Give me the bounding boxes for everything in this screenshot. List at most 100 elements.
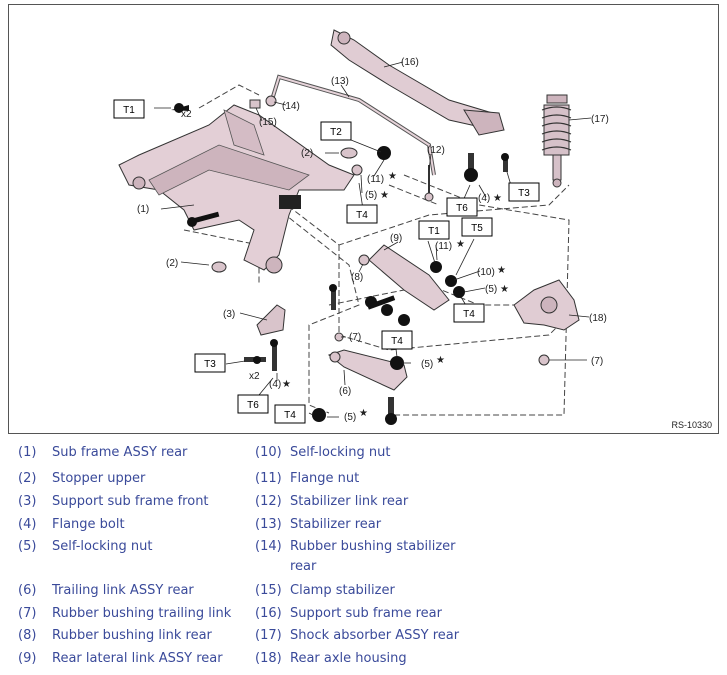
- support-subframe-rear-part: [330, 29, 505, 136]
- torque-tag-t3-b: T3: [194, 353, 226, 373]
- rear-lateral-link-part: [358, 244, 450, 311]
- exploded-diagram: T1 T2 T4 T6 T3 T1 T5 T4 T3 T6 T4 T4 (1) …: [8, 4, 719, 434]
- legend-text: Rear lateral link ASSY rear: [52, 651, 223, 666]
- star-5-a: ★: [380, 190, 389, 201]
- torque-tag-t2: T2: [320, 121, 352, 141]
- torque-tag-t4-c: T4: [381, 330, 413, 350]
- callout-8: (8): [351, 272, 363, 283]
- svg-text:T1: T1: [123, 105, 135, 116]
- callout-labels: (1) (2) (2) (3) (4) ★ (4) ★ (5) ★ (5) ★ …: [137, 57, 609, 423]
- shock-absorber-part: [541, 94, 572, 188]
- svg-text:T3: T3: [204, 359, 216, 370]
- svg-text:T6: T6: [247, 400, 259, 411]
- legend-num: (5): [18, 539, 37, 554]
- legend-num: (7): [18, 606, 37, 621]
- legend-num: (17): [255, 628, 282, 643]
- legend-text: Flange bolt: [52, 517, 125, 532]
- stopper-upper-parts: [211, 147, 358, 273]
- diagram-canvas: T1 T2 T4 T6 T3 T1 T5 T4 T3 T6 T4 T4 (1) …: [113, 29, 609, 425]
- torque-tag-t6-a: T6: [446, 197, 478, 217]
- callout-6: (6): [339, 386, 351, 397]
- star-4-a: ★: [282, 379, 291, 390]
- legend-num: (9): [18, 651, 37, 666]
- rear-axle-housing-part: [513, 279, 580, 366]
- legend-text: Sub frame ASSY rear: [52, 445, 188, 460]
- legend-num: (12): [255, 494, 282, 509]
- legend-text: Support sub frame rear: [290, 606, 442, 621]
- legend-num: (16): [255, 606, 282, 621]
- callout-13: (13): [331, 76, 349, 87]
- callout-2-a: (2): [301, 148, 313, 159]
- legend-num: (8): [18, 628, 37, 643]
- star-5-c: ★: [436, 355, 445, 366]
- legend-num: (6): [18, 583, 37, 598]
- legend-num: (15): [255, 583, 282, 598]
- callout-5-a: (5): [365, 190, 377, 201]
- star-5-b: ★: [500, 284, 509, 295]
- legend-text: Rubber bushing trailing link: [52, 606, 232, 621]
- star-11-a: ★: [388, 171, 397, 182]
- callout-4-a: (4): [269, 379, 281, 390]
- multiplier-x2-b: x2: [249, 371, 260, 382]
- legend-text: Stabilizer rear: [290, 517, 382, 532]
- callout-18: (18): [589, 313, 607, 324]
- callout-5-c: (5): [421, 359, 433, 370]
- torque-tag-t5: T5: [461, 217, 493, 237]
- torque-label-boxes: T1 T2 T4 T6 T3 T1 T5 T4 T3 T6 T4 T4: [113, 99, 540, 424]
- svg-text:T4: T4: [463, 309, 475, 320]
- torque-tag-t1-a: T1: [113, 99, 145, 119]
- torque-tag-t4-a: T4: [346, 204, 378, 224]
- svg-text:T5: T5: [471, 223, 483, 234]
- legend-num: (2): [18, 471, 37, 486]
- legend-text: Self-locking nut: [290, 445, 391, 460]
- legend-text: Rubber bushing link rear: [52, 628, 212, 643]
- svg-text:T3: T3: [518, 188, 530, 199]
- legend-text: Trailing link ASSY rear: [52, 583, 194, 598]
- legend-text: Support sub frame front: [52, 494, 209, 509]
- svg-text:T4: T4: [391, 336, 403, 347]
- svg-text:T4: T4: [284, 410, 296, 421]
- star-5-d: ★: [359, 408, 368, 419]
- torque-tag-t3-a: T3: [508, 182, 540, 202]
- callout-3: (3): [223, 309, 235, 320]
- legend-num: (11): [255, 471, 282, 486]
- callout-10: (10): [477, 267, 495, 278]
- legend-text: Shock absorber ASSY rear: [290, 628, 460, 643]
- callout-7-a: (7): [349, 332, 361, 343]
- legend-num: (4): [18, 517, 37, 532]
- callout-1: (1): [137, 204, 149, 215]
- star-10: ★: [497, 265, 506, 276]
- legend-num: (14): [255, 539, 282, 554]
- callout-16: (16): [401, 57, 419, 68]
- fasteners: [171, 103, 509, 425]
- subframe-part: [118, 104, 355, 274]
- star-4-b: ★: [493, 193, 502, 204]
- callout-11-b: (11): [435, 241, 452, 252]
- torque-tag-t6-b: T6: [237, 394, 269, 414]
- legend-text: Stopper upper: [52, 471, 146, 486]
- legend-num: (18): [255, 651, 282, 666]
- support-subframe-front-part: [256, 304, 286, 336]
- callout-7-b: (7): [591, 356, 603, 367]
- callout-9: (9): [390, 233, 402, 244]
- legend-num: (10): [255, 445, 282, 460]
- svg-text:T6: T6: [456, 203, 468, 214]
- svg-text:T2: T2: [330, 127, 342, 138]
- callout-11-a: (11): [367, 174, 384, 185]
- legend-text: Stabilizer link rear: [290, 494, 409, 509]
- legend-num: (3): [18, 494, 37, 509]
- torque-tag-t4-b: T4: [453, 303, 485, 323]
- multiplier-x2-a: x2: [181, 109, 192, 120]
- legend-text: Rear axle housing: [290, 651, 407, 666]
- callout-12: (12): [427, 145, 445, 156]
- callout-2-b: (2): [166, 258, 178, 269]
- legend-text: Self-locking nut: [52, 539, 153, 554]
- legend-num: (13): [255, 517, 282, 532]
- legend-num: (1): [18, 445, 37, 460]
- legend-text: Flange nut: [290, 471, 360, 486]
- callout-14: (14): [282, 101, 300, 112]
- trailing-link-part: [327, 332, 408, 391]
- legend-text: Rubber bushing stabilizer rear: [290, 539, 456, 574]
- svg-text:T4: T4: [356, 210, 368, 221]
- callout-5-d: (5): [344, 412, 356, 423]
